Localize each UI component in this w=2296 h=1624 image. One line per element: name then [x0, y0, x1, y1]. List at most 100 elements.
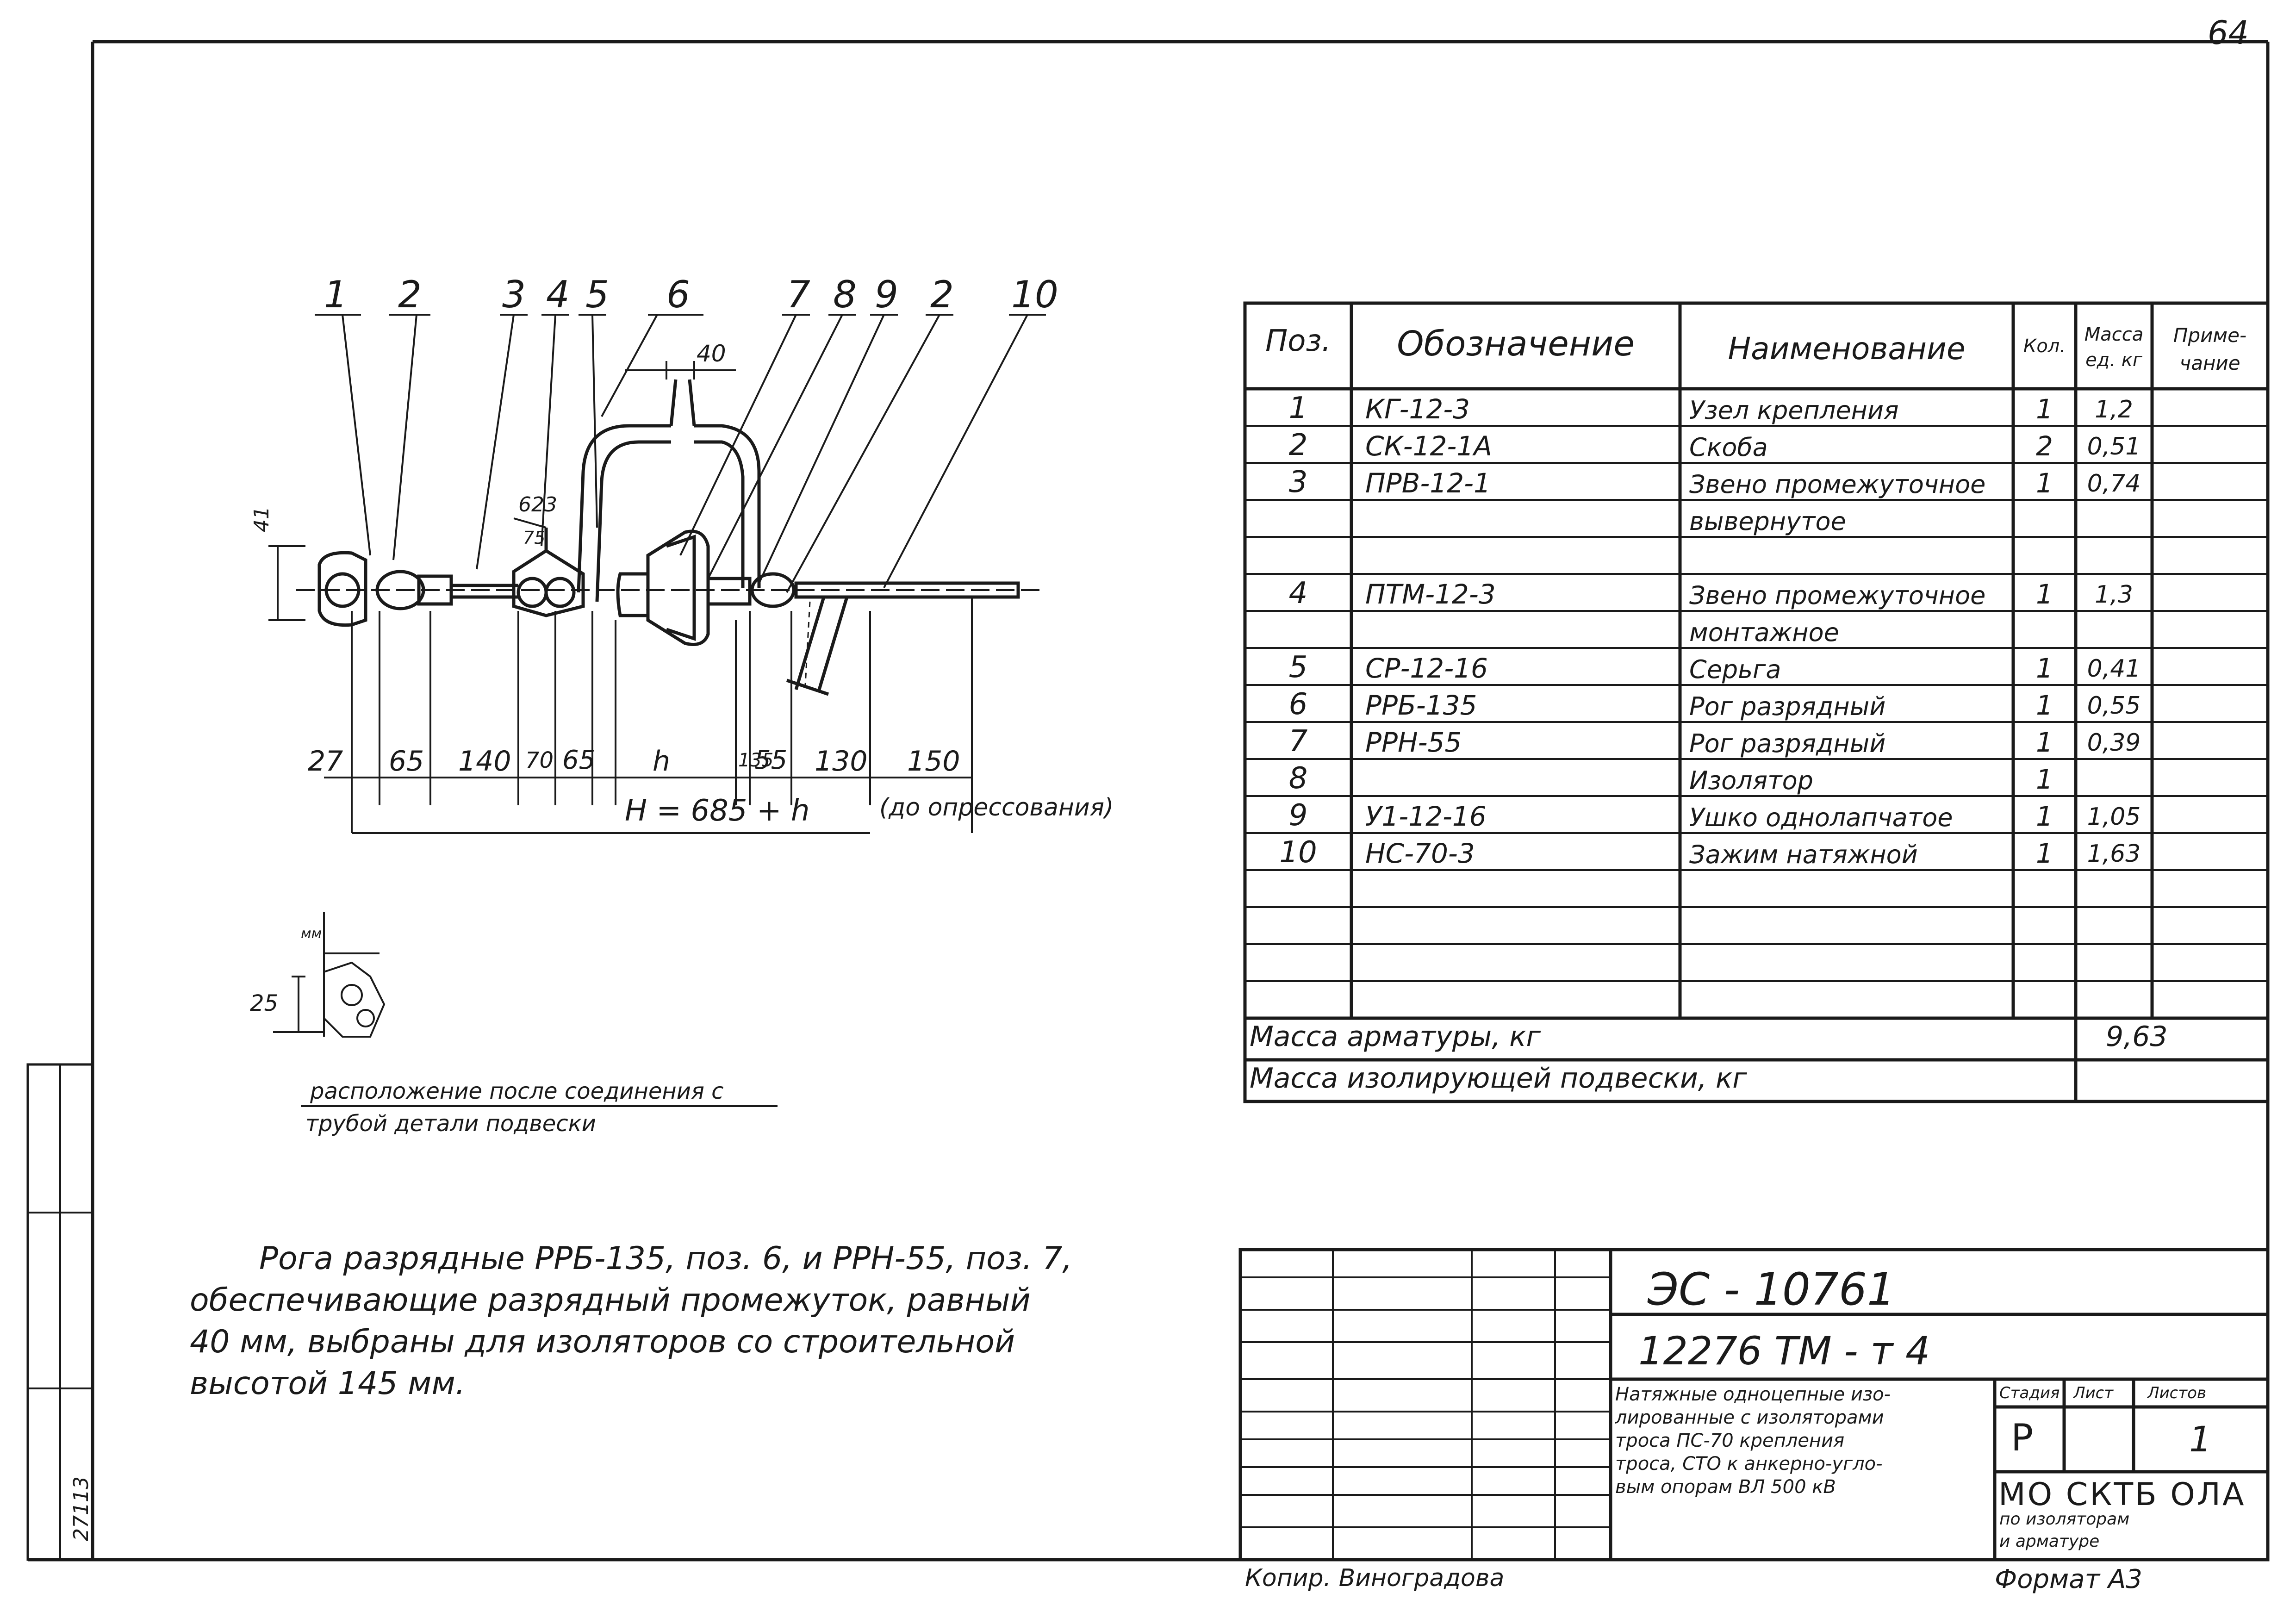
row-6-designation: РРБ-135 — [1365, 690, 1477, 721]
binding-stamp: 27113 — [69, 1476, 93, 1541]
row-9-pos: 9 — [1288, 798, 1308, 833]
row-4-designation: ПТМ-12-3 — [1365, 579, 1496, 610]
row-3-pos: 3 — [1288, 465, 1308, 499]
detail-caption-1: расположение после соединения с — [310, 1078, 724, 1104]
header-designation: Обозначение — [1397, 324, 1635, 364]
title-description-3: троса ПС-70 крепления — [1615, 1430, 1845, 1451]
note-line-3: 40 мм, выбраны для изоляторов со строите… — [190, 1324, 1015, 1360]
dim-140: 140 — [458, 745, 511, 778]
dim-h: h — [653, 745, 671, 778]
dim-55: 55 — [754, 745, 788, 775]
row-2-designation: СК-12-1А — [1365, 430, 1492, 462]
note-line-1: Рога разрядные РРБ-135, поз. 6, и РРН-55… — [259, 1240, 1073, 1277]
detail-caption-2: трубой детали подвески — [305, 1111, 596, 1137]
total-length-dim: H = 685 + h — [625, 794, 810, 828]
stage-value: Р — [2011, 1416, 2034, 1459]
row-6-qty: 1 — [2036, 690, 2053, 721]
row-5-pos: 5 — [1288, 650, 1308, 684]
row-6-mass: 0,55 — [2087, 692, 2141, 720]
note-line-4: высотой 145 мм. — [190, 1365, 466, 1402]
row-9-mass: 1,05 — [2087, 803, 2141, 831]
row-10-qty: 1 — [2036, 838, 2053, 869]
header-mass-1: Масса — [2084, 324, 2144, 345]
row-7-pos: 7 — [1288, 724, 1308, 759]
row-3-qty: 1 — [2036, 467, 2053, 499]
organization-name: МО СКТБ ОЛА — [1998, 1476, 2246, 1513]
row-8-name: Изолятор — [1689, 766, 1813, 795]
stage-label: Стадия — [1999, 1384, 2060, 1402]
row-8-pos: 8 — [1288, 761, 1308, 796]
callout-4: 4 — [546, 273, 570, 316]
dim-135: 135 — [738, 750, 774, 771]
dim-65: 65 — [389, 745, 424, 778]
header-qty: Кол. — [2023, 336, 2066, 357]
row-1-mass: 1,2 — [2095, 396, 2133, 423]
dim-65b: 65 — [562, 745, 596, 775]
callout-6: 6 — [666, 273, 690, 316]
row-5-qty: 1 — [2036, 653, 2053, 684]
dim-70: 70 — [525, 747, 554, 773]
row-7-qty: 1 — [2036, 727, 2053, 758]
row-2-qty: 2 — [2036, 430, 2053, 462]
row-9-name: Ушко однолапчатое — [1689, 803, 1953, 832]
row-4b-name: монтажное — [1689, 618, 1839, 647]
row-2-mass: 0,51 — [2087, 433, 2141, 460]
callout-2b: 2 — [930, 273, 954, 316]
header-note-2: чание — [2179, 352, 2240, 374]
dim-623: 623 — [518, 493, 557, 516]
dim-40: 40 — [697, 340, 726, 367]
document-number: 12276 ТМ - т 4 — [1638, 1328, 1930, 1374]
dim-150: 150 — [907, 745, 960, 778]
header-mass-2: ед. кг — [2085, 349, 2142, 371]
dim-130: 130 — [815, 745, 868, 778]
callout-10: 10 — [1011, 273, 1058, 316]
header-note-1: Приме- — [2173, 324, 2247, 347]
before-pressing-note: (до опрессования) — [879, 794, 1114, 821]
detail-dim-mm: мм — [301, 926, 322, 942]
row-2-name: Скоба — [1689, 433, 1768, 462]
callout-3: 3 — [502, 273, 526, 316]
row-7-designation: РРН-55 — [1365, 727, 1462, 758]
row-1-designation: КГ-12-3 — [1365, 393, 1470, 425]
dim-41: 41 — [250, 506, 274, 532]
row-5-mass: 0,41 — [2087, 655, 2141, 683]
dim-75: 75 — [523, 528, 546, 548]
callout-9: 9 — [875, 273, 898, 316]
document-code: ЭС - 10761 — [1648, 1263, 1896, 1315]
row-6-pos: 6 — [1288, 687, 1308, 722]
callout-8: 8 — [833, 273, 857, 316]
row-10-name: Зажим натяжной — [1689, 840, 1918, 869]
row-3-designation: ПРВ-12-1 — [1365, 467, 1491, 499]
title-description-4: троса, СТО к анкерно-угло- — [1615, 1453, 1883, 1475]
row-9-designation: У1-12-16 — [1365, 801, 1487, 832]
row-10-pos: 10 — [1279, 835, 1317, 870]
total-assembly-label: Масса изолирующей подвески, кг — [1250, 1062, 1747, 1095]
title-description-5: вым опорам ВЛ 500 кВ — [1615, 1476, 1836, 1498]
row-6-name: Рог разрядный — [1689, 692, 1886, 721]
total-fittings-value: 9,63 — [2106, 1020, 2168, 1053]
callout-1: 1 — [324, 273, 348, 316]
dim-27: 27 — [308, 745, 343, 778]
row-3b-name: вывернутое — [1689, 507, 1846, 536]
row-1-pos: 1 — [1288, 391, 1308, 425]
sheets-value: 1 — [2189, 1419, 2212, 1460]
organization-line-2: по изоляторам — [1999, 1510, 2130, 1529]
row-7-name: Рог разрядный — [1689, 729, 1886, 758]
row-2-pos: 2 — [1288, 428, 1308, 462]
callout-5: 5 — [585, 273, 609, 316]
title-description-2: лированные с изоляторами — [1615, 1407, 1884, 1428]
row-1-name: Узел крепления — [1689, 396, 1899, 425]
row-5-designation: СР-12-16 — [1365, 653, 1488, 684]
paper-format: Формат А3 — [1995, 1564, 2142, 1594]
row-9-qty: 1 — [2036, 801, 2053, 832]
row-5-name: Серьга — [1689, 655, 1781, 684]
header-name: Наименование — [1728, 331, 1966, 367]
row-1-qty: 1 — [2036, 393, 2053, 425]
organization-line-3: и арматуре — [1999, 1532, 2100, 1551]
row-4-qty: 1 — [2036, 579, 2053, 610]
page-number: 64 — [2208, 14, 2249, 52]
callout-2: 2 — [398, 273, 422, 316]
row-3-name: Звено промежуточное — [1689, 470, 1986, 499]
sheet-label: Лист — [2073, 1384, 2114, 1402]
